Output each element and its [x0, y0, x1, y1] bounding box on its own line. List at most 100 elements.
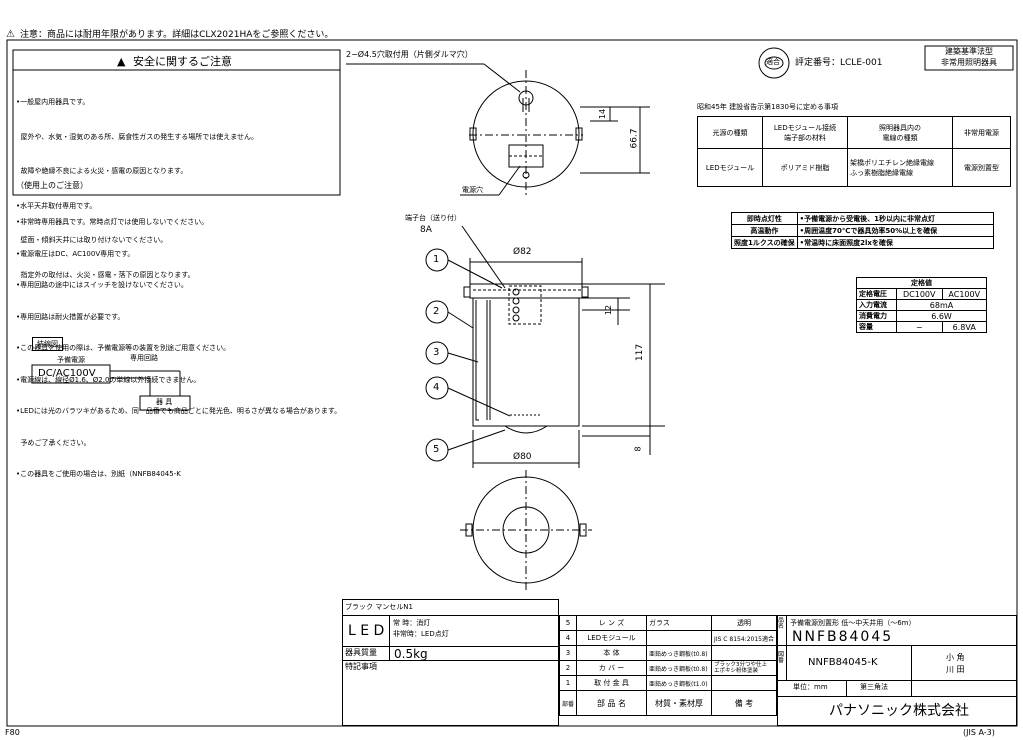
cert-type-box — [924, 45, 1014, 71]
law-header: LEDモジュール接続 端子部の材料 — [762, 116, 848, 149]
rating-label: 消費電力 — [855, 310, 898, 322]
part-name: LEDモジュール — [576, 630, 648, 646]
perf-table: 即時点灯性 •予備電源から受電後、1秒以内に非常点灯 高温動作 •周囲温度70℃… — [731, 212, 995, 249]
dim-117: 117 — [635, 343, 646, 362]
safety-line: 壁面・傾斜天井には取り付けないでください。 — [16, 236, 168, 244]
dim-80: Ø80 — [513, 452, 532, 462]
parts-header: 部 品 名 — [576, 690, 648, 716]
part-material — [646, 630, 713, 646]
parts-header: 備 考 — [711, 690, 777, 716]
cert-seal-text: 適合 — [766, 58, 780, 66]
law-table-caption: 昭和45年 建設省告示第1830号に定める事項 — [697, 103, 838, 111]
rating-value: 68mA — [896, 299, 987, 311]
mass-value: 0.5kg — [394, 647, 428, 661]
footer-left: F80 — [5, 728, 20, 737]
wiring-fixture-label: 器 具 — [156, 398, 173, 406]
wiring-title: 結線図 — [32, 337, 63, 351]
law-cell: 電源別置型 — [952, 148, 1011, 187]
notice-text: 注意：商品には耐用年限があります。詳細はCLX2021HAをご参照ください。 — [20, 30, 334, 40]
rating-value: AC100V — [941, 288, 987, 300]
safety-box — [12, 49, 341, 196]
power-hole-label: 電源穴 — [462, 186, 483, 194]
rating-table: 定格値 定格電圧 DC100V AC100V 入力電流 68mA 消費電力 6.… — [855, 277, 987, 333]
perf-value: •常温時に床面照度2lxを確保 — [796, 236, 995, 249]
cert-type-line1: 建築基準法型 — [945, 47, 993, 56]
balloon-3: 3 — [433, 347, 440, 358]
part-no: 1 — [558, 675, 578, 691]
rating-label: 入力電流 — [855, 299, 898, 311]
terminal-block — [508, 285, 542, 325]
color-label: ブラック マンセルN1 — [345, 603, 413, 611]
parts-header: 部番 — [558, 690, 578, 716]
model-number: NNFB84045 — [792, 629, 894, 645]
perf-label: 即時点灯性 — [731, 212, 798, 225]
usage-line: •LEDには光のバラツキがあるため、同一品番でも商品ごとに発光色、明るさが異なる… — [16, 407, 342, 415]
wiring-source-voltage: DC/AC100V — [38, 368, 96, 379]
part-material: ガラス — [646, 615, 713, 631]
titleblock-left — [342, 599, 559, 726]
safety-lines: •一般屋内用器具です。 屋外や、水気・湿気のある所、腐食性ガスの発生する場所では… — [16, 74, 258, 293]
usage-lines: •非常時専用器具です。常時点灯では使用しないでください。 •電源電圧はDC、AC… — [16, 196, 341, 490]
law-header: 非常用電源 — [952, 116, 1011, 149]
parts-header: 材質・素材厚 — [646, 690, 713, 716]
footer-right: (JIS A-3) — [963, 728, 995, 737]
safety-title: 安全に関するご注意 — [133, 55, 232, 68]
terminal-label: 端子台（送り付） — [405, 214, 461, 222]
wiring-circuit-label: 専用回路 — [130, 354, 158, 362]
usage-line: •この器具をご使用の場合は、別紙（NNFB84045-K — [16, 470, 181, 478]
safety-line: •一般屋内用器具です。 — [16, 98, 90, 106]
usage-line: •専用回路は耐火措置が必要です。 — [16, 312, 125, 321]
usage-line: •電源電圧はDC、AC100V専用です。 — [16, 249, 135, 258]
wiring-fixture-box — [139, 395, 191, 411]
balloon-2: 2 — [433, 306, 440, 317]
wiring-source-box — [31, 364, 111, 384]
part-no: 4 — [558, 630, 578, 646]
titleblock-right — [777, 615, 1017, 726]
usage-line: •非常時専用器具です。常時点灯では使用しないでください。 — [16, 218, 209, 226]
signature-2: 川 田 — [946, 665, 965, 674]
dim-14: 14 — [598, 108, 608, 120]
rating-value: 6.8VA — [941, 321, 987, 333]
hole-label: 2−Ø4.5穴取付用（片側ダルマ穴） — [346, 50, 473, 59]
part-name: カ バ ー — [576, 660, 648, 676]
part-name: 本 体 — [576, 645, 648, 661]
mass-label: 器具質量 — [345, 648, 377, 657]
part-no: 3 — [558, 645, 578, 661]
part-no: 5 — [558, 615, 578, 631]
rating-value: DC100V — [896, 288, 943, 300]
safety-line: 屋外や、水気・湿気のある所、腐食性ガスの発生する場所では使えません。 — [16, 132, 259, 141]
rating-title: 定格値 — [856, 277, 987, 289]
led-emergency: 非常時：LED点灯 — [393, 630, 449, 638]
law-table: 光源の種類 LEDモジュール接続 端子部の材料 照明器具内の 電線の種類 非常用… — [697, 116, 1011, 187]
usage-line: •電源線は、線径Ø1.6、Ø2.0の単線以外接続できません。 — [16, 375, 201, 384]
rating-label: 容量 — [855, 321, 898, 333]
rating-value: − — [896, 321, 943, 333]
rating-label: 定格電圧 — [855, 288, 898, 300]
cert-approval: 評定番号：LCLE-001 — [795, 58, 883, 68]
notice-warning-icon: ⚠ — [6, 29, 15, 40]
safety-warning-icon: ▲ — [117, 55, 126, 68]
rating-value: 6.6W — [896, 310, 987, 322]
product-label: 品名 — [778, 617, 785, 630]
perf-value: •周囲温度70℃で器具効率50%以上を確保 — [796, 224, 995, 237]
wiring-source-label: 予備電源 — [57, 356, 85, 364]
part-material: 亜鉛めっき鋼板(t0.8) — [646, 645, 713, 661]
dim-8: 8 — [633, 446, 643, 452]
perf-label: 照度1ルクスの確保 — [731, 236, 798, 249]
cert-type-line2: 非常用照明器具 — [941, 58, 997, 67]
dim-82: Ø82 — [513, 247, 532, 257]
led-label: L E D — [348, 623, 385, 639]
safety-line: 指定外の取付は、火災・感電・落下の原因となります。 — [16, 270, 195, 279]
outer-frame — [6, 39, 1018, 727]
terminal-rating: 8A — [420, 225, 432, 235]
balloon-1: 1 — [433, 254, 440, 265]
usage-title: （使用上のご注意） — [16, 181, 88, 190]
company-name: パナソニック株式会社 — [829, 703, 969, 719]
drawing-label: 図番 — [778, 651, 785, 664]
usage-line: •この器具を使用の際は、予備電源等の装置を別途ご用意ください。 — [16, 344, 231, 352]
part-name: レ ン ズ — [576, 615, 648, 631]
safety-line: 故障や絶縁不良による火災・感電の原因となります。 — [16, 167, 188, 175]
part-note: 透明 — [711, 615, 777, 631]
usage-line: •専用回路の途中にはスイッチを設けないでください。 — [16, 281, 188, 289]
